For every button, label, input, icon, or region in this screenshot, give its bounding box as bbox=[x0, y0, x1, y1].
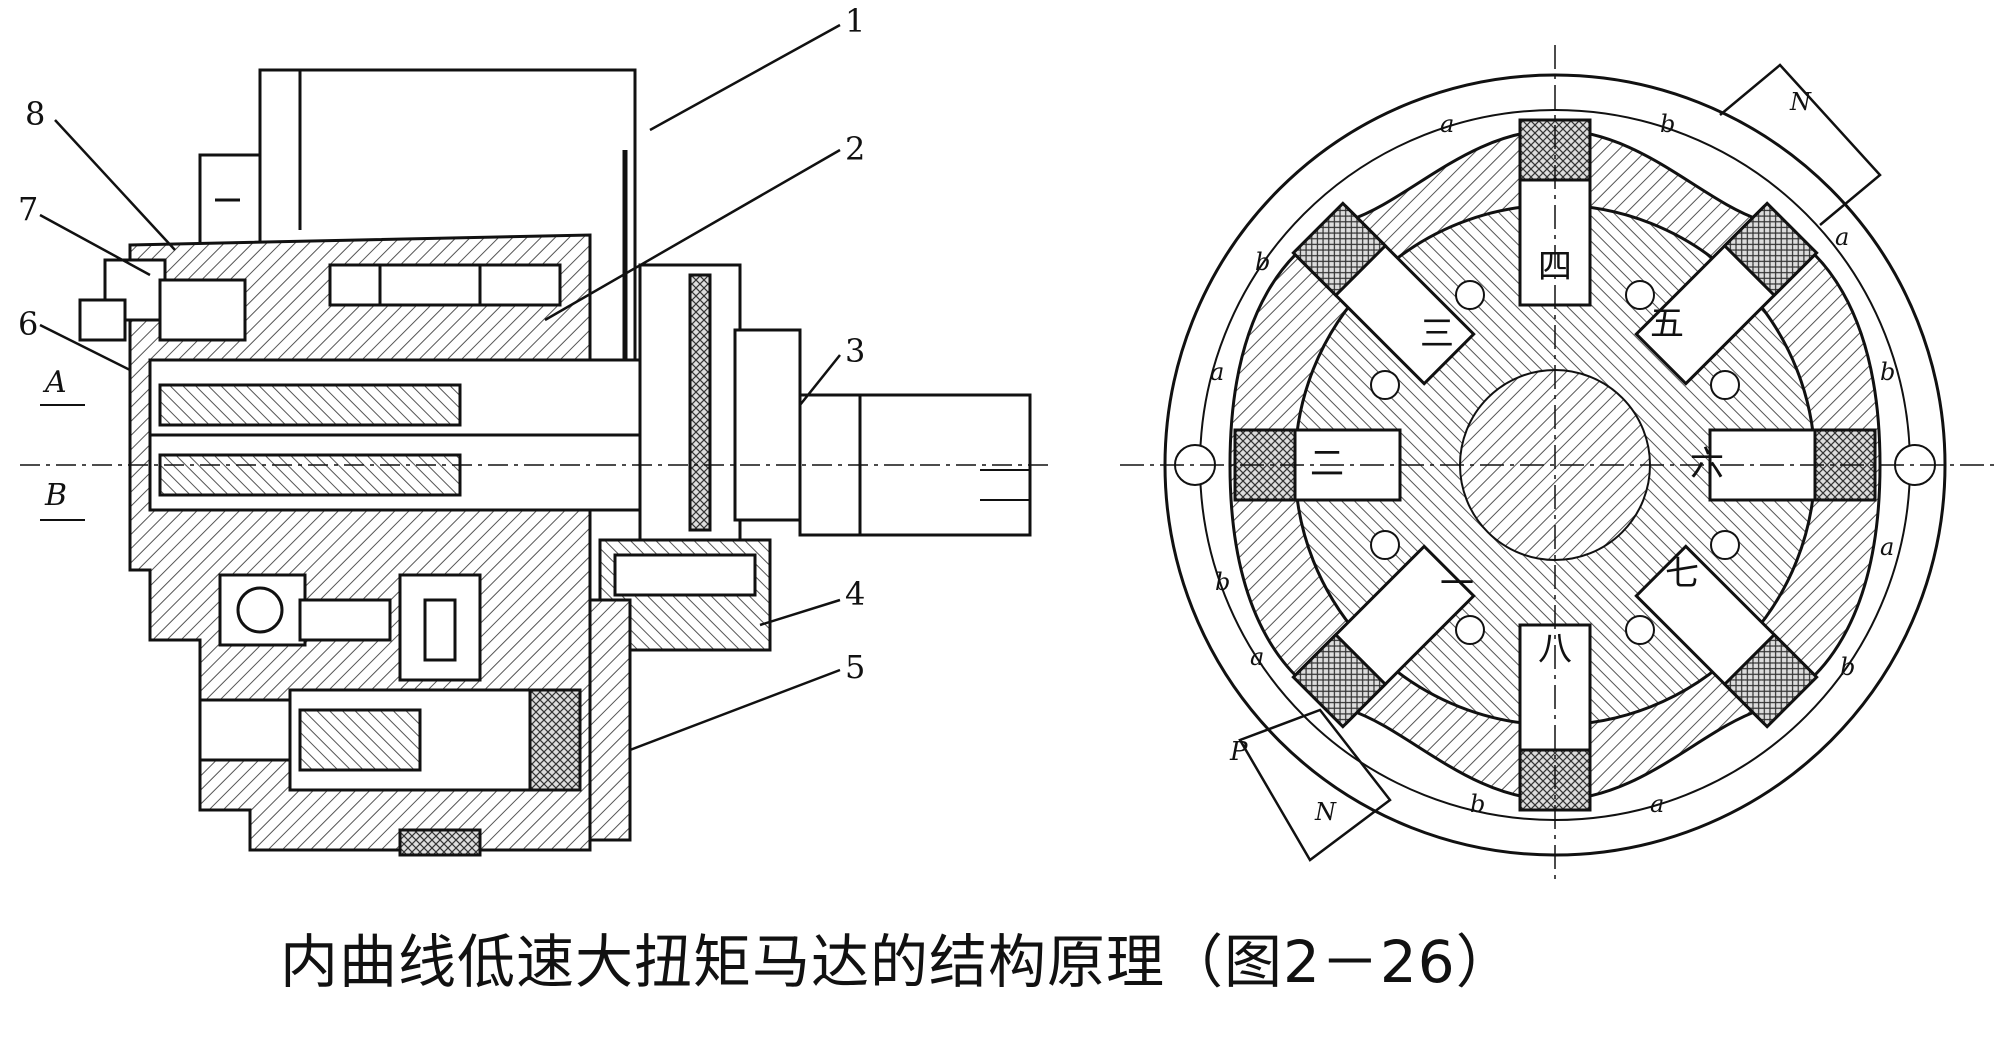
port-a-label: A bbox=[42, 365, 67, 400]
port-a-left: a bbox=[1210, 358, 1224, 386]
plunger-label-5: 五 bbox=[1650, 304, 1684, 344]
center-lines bbox=[1120, 45, 1995, 880]
callout-2: 2 bbox=[845, 130, 865, 168]
port-b-left: b bbox=[1255, 248, 1270, 276]
plunger-label-3: 三 bbox=[1420, 314, 1454, 354]
figure-caption: 内曲线低速大扭矩马达的结构原理（图2－26） bbox=[280, 928, 1515, 996]
port-a-bottom: a bbox=[1650, 790, 1664, 818]
port-b-bottom: b bbox=[1470, 790, 1485, 818]
oil-holes bbox=[1174, 280, 1936, 645]
port-a-bottom-left: a bbox=[1250, 643, 1264, 671]
port-b-label: B bbox=[44, 478, 67, 513]
plunger-label-7: 七 bbox=[1665, 554, 1699, 594]
plunger-labels: 一 二 三 四 五 六 七 八 bbox=[1310, 247, 1724, 669]
port-a-right: a bbox=[1880, 533, 1894, 561]
top-bolt bbox=[328, 263, 562, 307]
callout-3: 3 bbox=[845, 332, 865, 370]
callout-labels: 1 2 3 4 5 6 7 8 A B bbox=[18, 2, 865, 686]
plunger-label-4: 四 bbox=[1538, 247, 1572, 287]
callout-5: 5 bbox=[845, 648, 865, 686]
port-letters: a b a b a b a b a b a b P N N bbox=[1210, 88, 1895, 826]
plunger-label-2: 二 bbox=[1310, 444, 1344, 484]
np-brackets bbox=[1238, 63, 1882, 862]
plunger-label-1: 一 bbox=[1440, 564, 1474, 604]
callout-1: 1 bbox=[845, 2, 865, 40]
callout-6: 6 bbox=[18, 305, 38, 343]
port-a-top: a bbox=[1440, 110, 1454, 138]
callout-7: 7 bbox=[18, 190, 38, 228]
port-b-top: b bbox=[1660, 110, 1675, 138]
port-arrows bbox=[40, 404, 85, 521]
callout-8: 8 bbox=[25, 95, 45, 133]
port-n-top: N bbox=[1789, 88, 1812, 116]
plunger-label-6: 六 bbox=[1690, 444, 1724, 484]
port-b-left-low: b bbox=[1215, 568, 1230, 596]
plunger-label-8: 八 bbox=[1538, 629, 1572, 669]
callout-leaders bbox=[39, 23, 841, 752]
left-section-view bbox=[20, 68, 1050, 857]
port-p-label: P bbox=[1229, 737, 1248, 767]
callout-4: 4 bbox=[845, 575, 865, 613]
port-n-bottom: N bbox=[1314, 798, 1337, 826]
port-b-right-low: b bbox=[1840, 653, 1855, 681]
port-b-right: b bbox=[1880, 358, 1895, 386]
port-a-right-top: a bbox=[1835, 223, 1849, 251]
